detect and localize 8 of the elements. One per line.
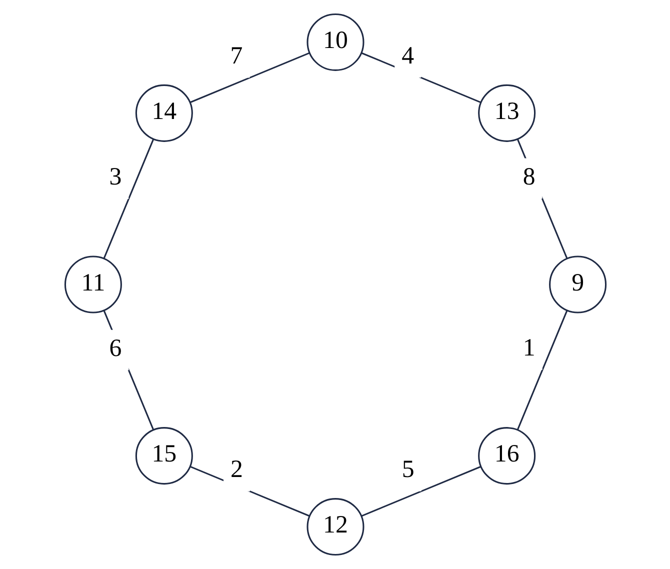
edge-label: 8 [522,163,535,190]
edge-label: 2 [230,456,242,484]
edge-label: 1 [522,334,535,362]
edge-label: 3 [108,164,122,191]
edge-label: 7 [230,42,242,70]
edge-label: 6 [108,334,122,362]
edge-label: 4 [401,42,414,70]
edge-label: 5 [401,456,414,483]
